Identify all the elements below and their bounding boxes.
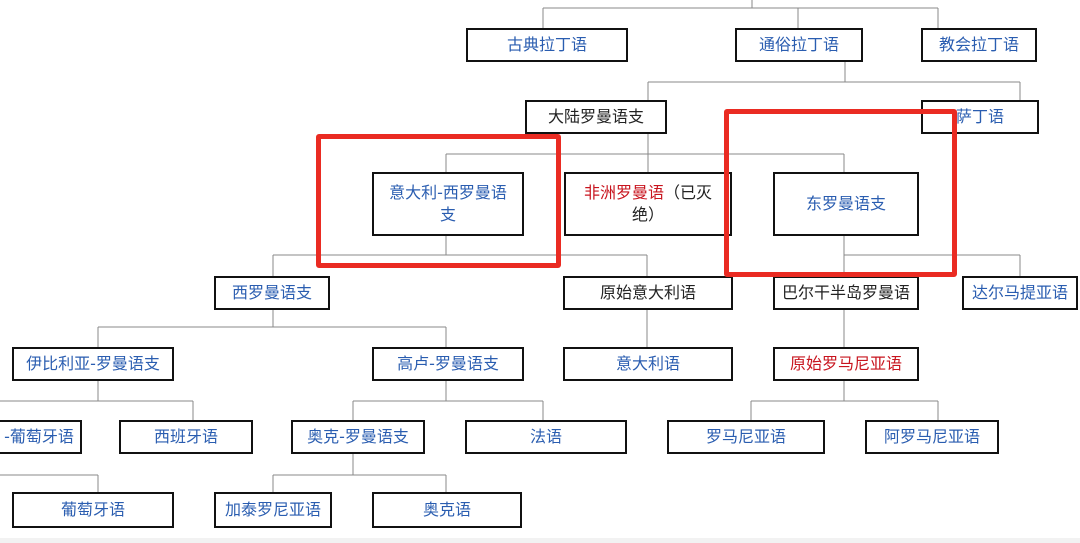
node-proto-romanian[interactable]: 原始罗马尼亚语 (773, 347, 919, 381)
node-portuguese[interactable]: 葡萄牙语 (12, 492, 174, 528)
node-african-romance[interactable]: 非洲罗曼语（已灭绝） (564, 172, 732, 236)
node-label: 意大利-西罗曼语支 (389, 183, 507, 224)
extinct-note: （已灭绝） (631, 183, 713, 224)
node-italo-western-romance[interactable]: 意大利-西罗曼语支 (372, 172, 524, 236)
node-dalmatian[interactable]: 达尔马提亚语 (962, 276, 1078, 310)
node-label: 大陆罗曼语支 (547, 107, 644, 126)
node-balkan-romance: 巴尔干半岛罗曼语 (773, 276, 919, 310)
node-proto-italian: 原始意大利语 (563, 276, 733, 310)
highlight-box-eastern-romance (724, 109, 957, 277)
node-sardinian[interactable]: 萨丁语 (921, 100, 1039, 134)
node-label: 教会拉丁语 (938, 35, 1019, 54)
node-italian[interactable]: 意大利语 (563, 347, 733, 381)
node-label: 达尔马提亚语 (971, 283, 1068, 302)
highlight-box-italo-western (316, 134, 561, 268)
node-aromanian[interactable]: 阿罗马尼亚语 (865, 420, 999, 454)
node-classical-latin[interactable]: 古典拉丁语 (466, 28, 628, 62)
node-eastern-romance[interactable]: 东罗曼语支 (773, 172, 919, 236)
node-label: 奥克语 (422, 500, 471, 519)
node-ibero-romance[interactable]: 伊比利亚-罗曼语支 (12, 347, 174, 381)
node-label: 西罗曼语支 (231, 283, 312, 302)
node-label: 高卢-罗曼语支 (397, 354, 499, 373)
node-label: 原始罗马尼亚语 (789, 354, 902, 373)
node-label-wrap: 非洲罗曼语（已灭绝） (576, 182, 720, 226)
node-occitan[interactable]: 奥克语 (372, 492, 522, 528)
african-romance-link[interactable]: 非洲罗曼语 (583, 183, 664, 202)
node-label: 西班牙语 (153, 427, 218, 446)
node-western-romance[interactable]: 西罗曼语支 (214, 276, 330, 310)
node-label: 东罗曼语支 (805, 194, 886, 213)
node-romanian[interactable]: 罗马尼亚语 (667, 420, 825, 454)
node-continental-romance: 大陆罗曼语支 (525, 100, 667, 134)
node-label: -葡萄牙语 (4, 427, 74, 446)
node-label: 罗马尼亚语 (705, 427, 786, 446)
node-gallo-romance[interactable]: 高卢-罗曼语支 (372, 347, 524, 381)
node-label: 意大利语 (615, 354, 680, 373)
node-label: 加泰罗尼亚语 (224, 500, 321, 519)
node-occitano-romance[interactable]: 奥克-罗曼语支 (291, 420, 425, 454)
node-label: 阿罗马尼亚语 (883, 427, 980, 446)
node-label: 葡萄牙语 (60, 500, 125, 519)
node-galician-portuguese[interactable]: -葡萄牙语 (0, 420, 82, 454)
node-spanish[interactable]: 西班牙语 (119, 420, 253, 454)
node-french[interactable]: 法语 (465, 420, 627, 454)
node-label: 原始意大利语 (599, 283, 696, 302)
node-label: 伊比利亚-罗曼语支 (26, 354, 160, 373)
bottom-strip (0, 538, 1080, 543)
node-label: 通俗拉丁语 (758, 35, 839, 54)
node-label: 奥克-罗曼语支 (307, 427, 409, 446)
node-vulgar-latin[interactable]: 通俗拉丁语 (735, 28, 863, 62)
node-label: 古典拉丁语 (506, 35, 587, 54)
node-catalan[interactable]: 加泰罗尼亚语 (214, 492, 332, 528)
node-label: 巴尔干半岛罗曼语 (781, 283, 910, 302)
node-label: 法语 (529, 427, 562, 446)
node-church-latin[interactable]: 教会拉丁语 (921, 28, 1037, 62)
node-label: 萨丁语 (955, 107, 1004, 126)
